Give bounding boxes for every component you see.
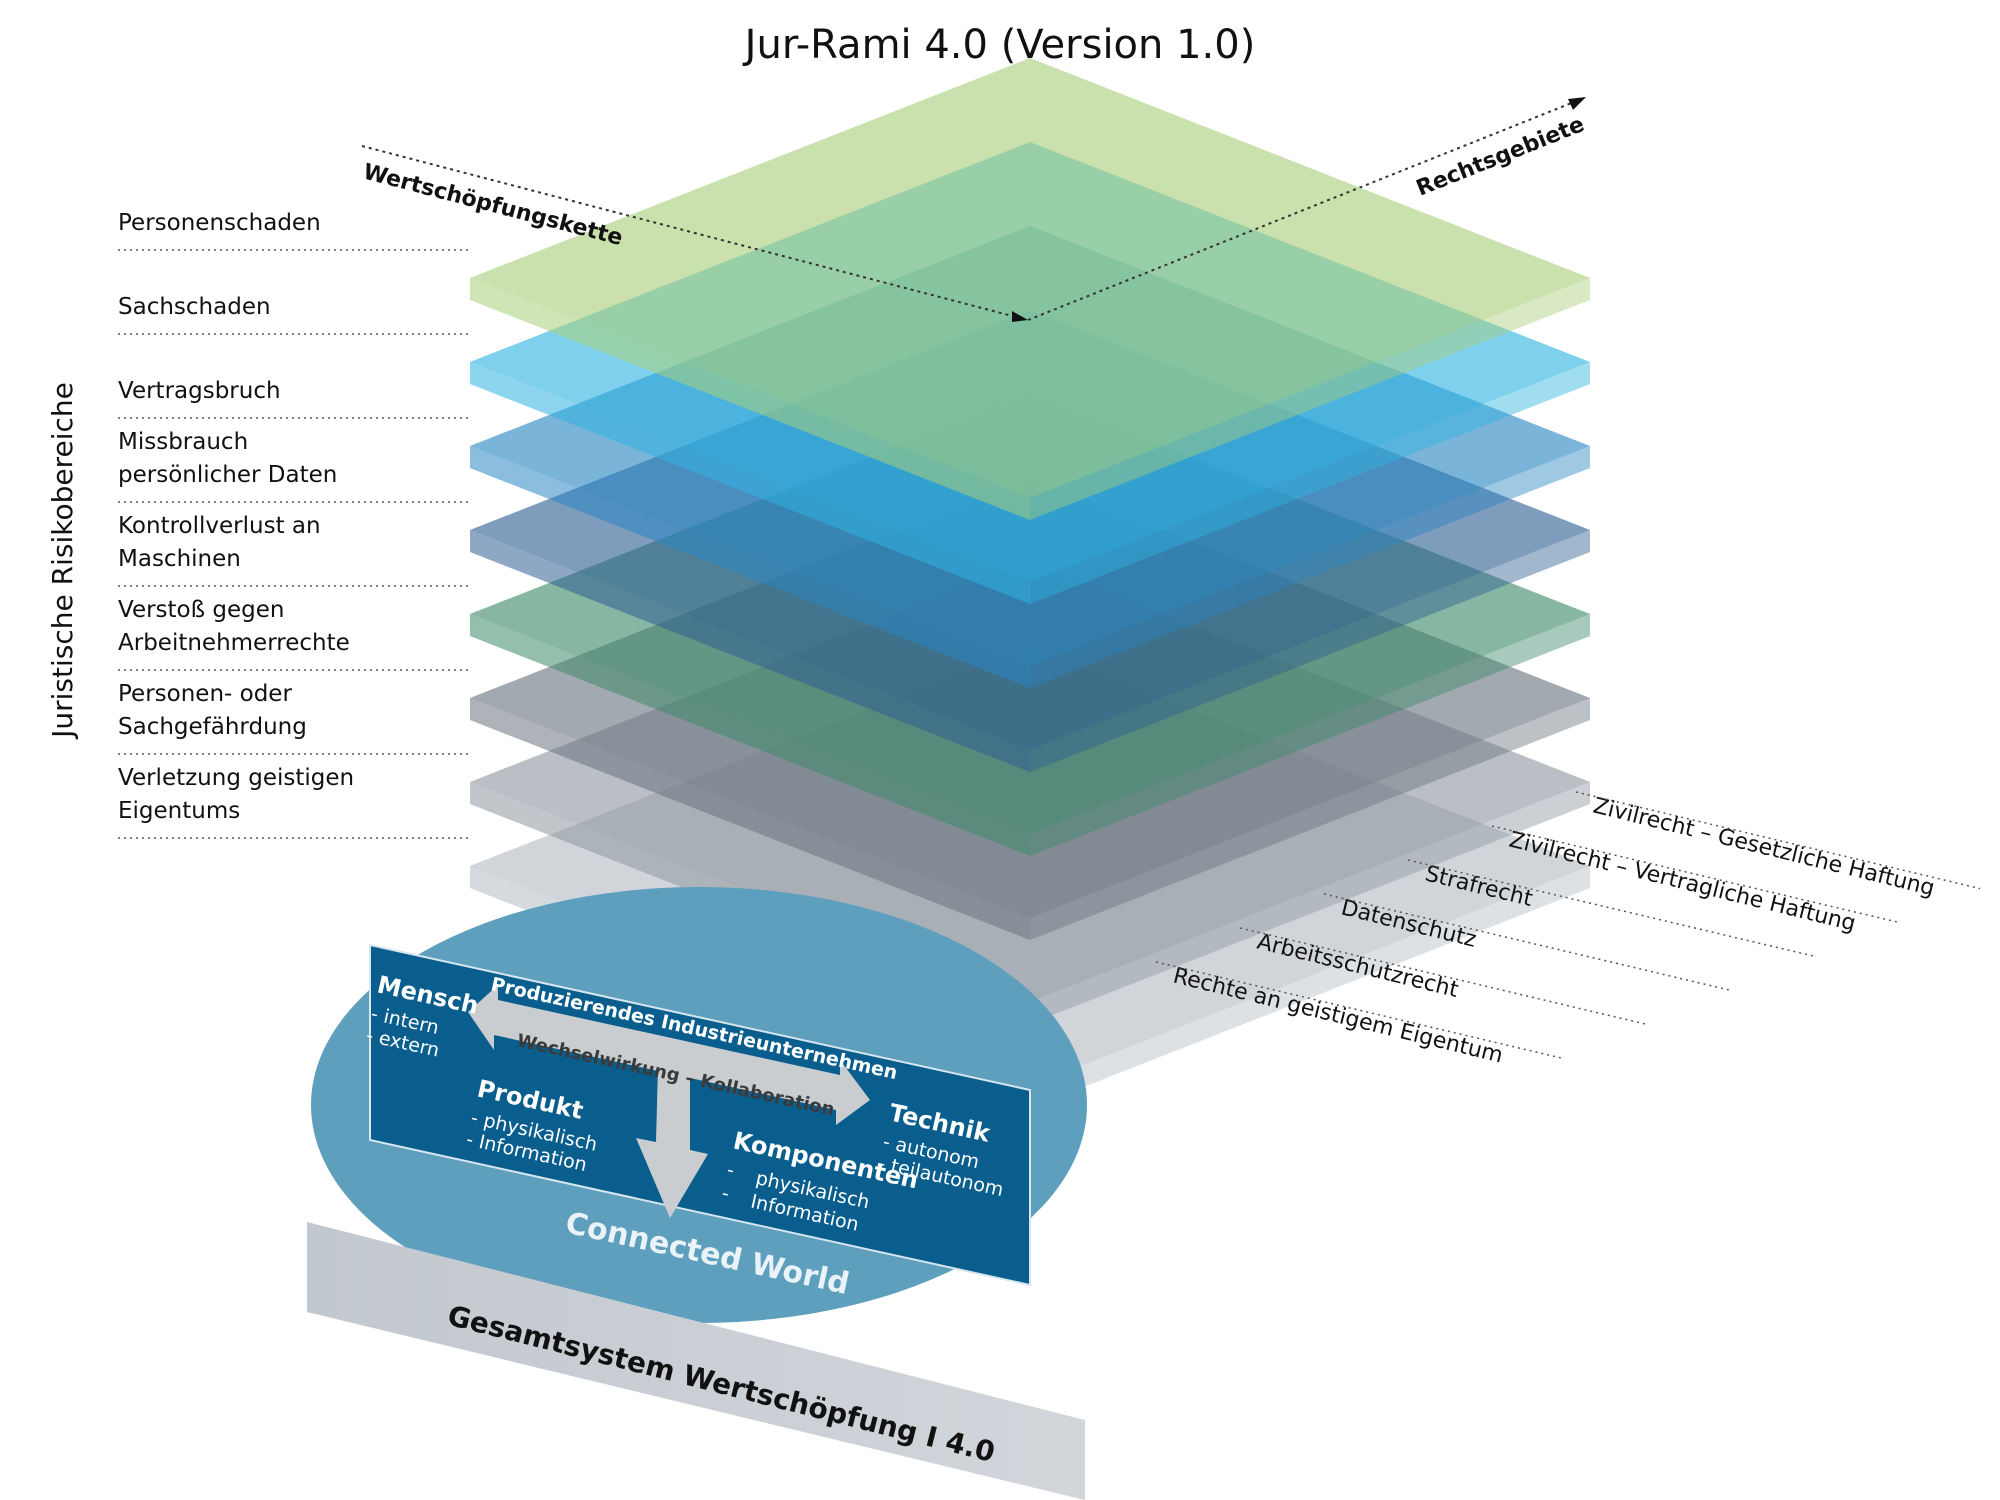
down-arrow (636, 1065, 708, 1218)
collaboration-arrow (468, 985, 870, 1125)
risk-layer-side (470, 362, 1030, 604)
risk-areas-axis-label: Juristische Risikobereiche (46, 382, 79, 740)
risk-layer-side (470, 614, 1030, 856)
risk-layer-label: Maschinen (118, 546, 241, 572)
legal-guide-line (1407, 859, 1816, 958)
risk-layer-side (1030, 278, 1590, 520)
legal-guide-line (1239, 927, 1648, 1026)
risk-layer (470, 58, 1590, 520)
legal-area-label: Zivilrecht – Gesetzliche Haftung (1591, 794, 1937, 902)
system-model: Produzierendes Industrieunternehmen Wech… (311, 887, 1087, 1323)
arrow-head-icon (1568, 97, 1586, 110)
risk-label-list: PersonenschadenSachschadenVertragsbruchM… (118, 210, 470, 839)
risk-layer-side (470, 278, 1030, 520)
risk-layer-label: Vertragsbruch (118, 378, 281, 404)
risk-layer-label: Missbrauch (118, 429, 248, 455)
risk-layer-label: Sachschaden (118, 294, 271, 320)
page-title: Jur-Rami 4.0 (Version 1.0) (742, 22, 1256, 68)
komponenten-item: - (720, 1182, 731, 1205)
risk-layer-side (1030, 698, 1590, 940)
risk-layer-side (1030, 866, 1590, 1108)
risk-layer-side (1030, 530, 1590, 772)
risk-layer-label: Verstoß gegen (118, 597, 285, 623)
komponenten-item: - (725, 1159, 736, 1182)
legal-guide-line (1155, 961, 1564, 1060)
risk-layer-side (1030, 362, 1590, 604)
risk-layer-side (1030, 614, 1590, 856)
risk-layer-label: Personen- oder (118, 681, 292, 707)
risk-layer-label: Sachgefährdung (118, 714, 307, 740)
legal-guide-line (1491, 825, 1900, 924)
risk-layer-label: Personenschaden (118, 210, 321, 236)
arrow-head-icon (1012, 311, 1028, 322)
risk-layer-label: Kontrollverlust an (118, 513, 321, 539)
risk-layer-stack (470, 58, 1590, 1108)
risk-layer-label: persönlicher Daten (118, 462, 337, 488)
risk-layer-side (470, 446, 1030, 688)
risk-layer-label: Verletzung geistigen (118, 765, 354, 791)
legal-guide-line (1323, 893, 1732, 992)
risk-layer-label: Eigentums (118, 798, 240, 824)
risk-layer-side (470, 698, 1030, 940)
risk-layer-side (470, 530, 1030, 772)
base-bar-shape (307, 1222, 1085, 1500)
risk-layer-side (1030, 782, 1590, 1024)
risk-layer-side (1030, 446, 1590, 688)
risk-layer-label: Arbeitnehmerrechte (118, 630, 350, 656)
